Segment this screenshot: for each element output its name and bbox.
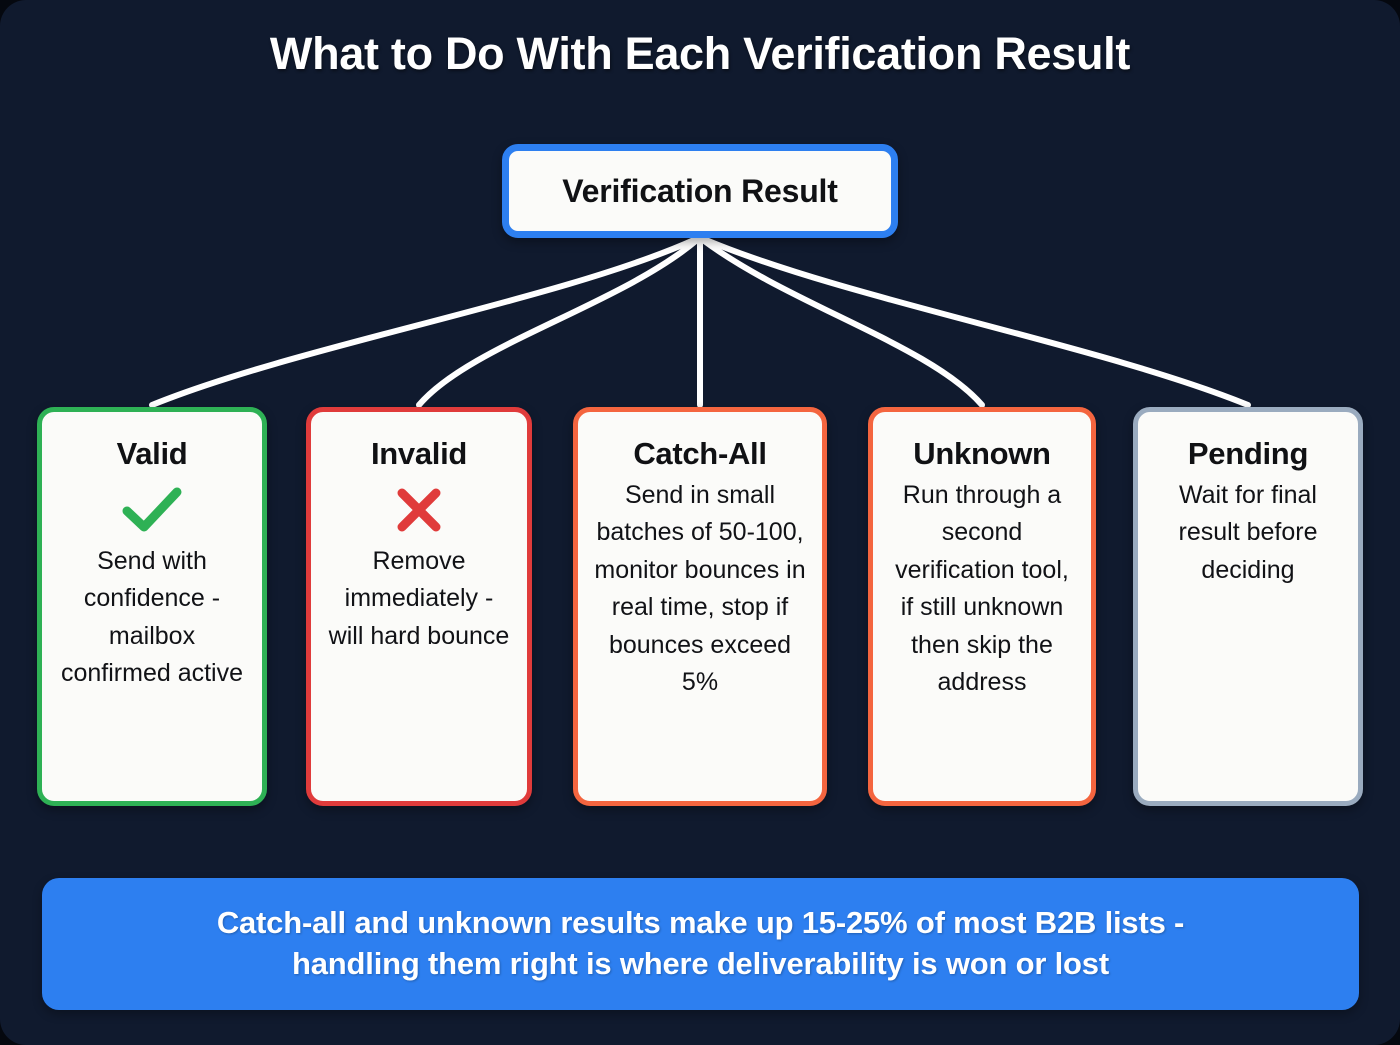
check-icon <box>121 479 183 541</box>
footer-line-2: handling them right is where deliverabil… <box>292 946 1109 981</box>
root-node-label: Verification Result <box>562 172 838 209</box>
card-invalid[interactable]: Invalid Remove immediately - will hard b… <box>306 407 532 806</box>
card-body-pending: Wait for final result before deciding <box>1178 480 1318 584</box>
card-title-invalid: Invalid <box>370 436 468 471</box>
page-title: What to Do With Each Verification Result <box>269 28 1131 79</box>
card-pending[interactable]: Pending Wait for final result before dec… <box>1133 407 1363 806</box>
connector-to-unknown <box>700 237 985 408</box>
footer-line-1: Catch-all and unknown results make up 15… <box>216 905 1185 941</box>
card-body-valid: Send with confidence - mailbox confirmed… <box>60 546 244 688</box>
card-title-catchall: Catch-All <box>633 436 767 471</box>
cross-icon <box>394 479 444 541</box>
card-valid[interactable]: Valid Send with confidence - mailbox con… <box>37 407 267 806</box>
card-body-catchall: Send in small batches of 50-100, monitor… <box>594 480 806 697</box>
connector-to-invalid <box>416 237 700 408</box>
card-catchall[interactable]: Catch-All Send in small batches of 50-10… <box>573 407 827 806</box>
card-title-pending: Pending <box>1187 436 1309 471</box>
card-title-unknown: Unknown <box>913 436 1051 471</box>
card-unknown[interactable]: Unknown Run through a second verificatio… <box>868 407 1096 806</box>
card-title-valid: Valid <box>116 436 188 471</box>
card-body-invalid: Remove immediately - will hard bounce <box>328 546 510 650</box>
root-node-verification-result[interactable]: Verification Result <box>502 144 898 238</box>
footer-banner: Catch-all and unknown results make up 15… <box>42 878 1359 1010</box>
connector-to-pending <box>703 237 1251 408</box>
connector-to-valid <box>149 237 697 408</box>
card-body-unknown: Run through a second verification tool, … <box>895 480 1069 697</box>
